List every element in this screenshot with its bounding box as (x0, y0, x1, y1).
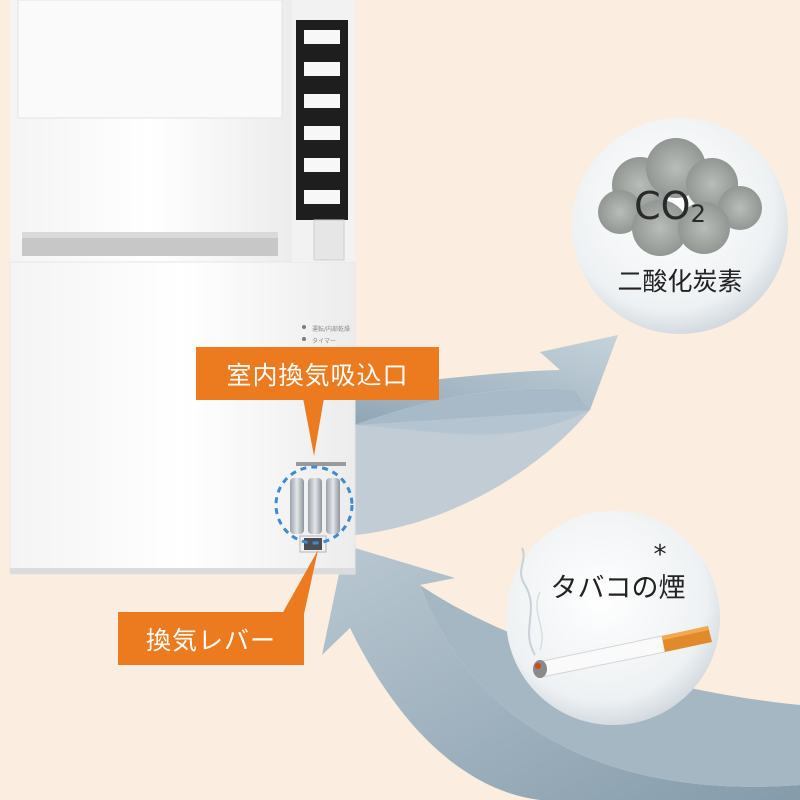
panel-indicator-label-2: タイマー (312, 338, 337, 345)
panel-indicator-label-1: 運転/内部乾燥 (312, 326, 351, 333)
intake-highlight-ring (274, 465, 354, 545)
co2-formula-subscript: 2 (690, 200, 706, 228)
co2-cloud-icon (598, 138, 762, 256)
airflow-arrow-in (322, 545, 800, 800)
co2-name-label: 二酸化炭素 (617, 267, 743, 296)
vent-lever-callout: 換気レバー (118, 612, 304, 665)
callout-lever-tail (282, 550, 318, 614)
tobacco-smoke-label: タバコの煙 (550, 573, 686, 604)
co2-formula: CO2 (600, 184, 740, 228)
airflow-arrow-up (355, 335, 618, 425)
footnote-asterisk: * (653, 540, 667, 570)
co2-formula-main: CO (634, 184, 691, 228)
callout-intake-tail (303, 398, 324, 456)
smoke-wisp-icon (520, 547, 536, 656)
cigarette-icon (520, 547, 712, 678)
window-air-conditioner (9, 0, 356, 575)
intake-port-callout: 室内換気吸込口 (196, 347, 439, 400)
